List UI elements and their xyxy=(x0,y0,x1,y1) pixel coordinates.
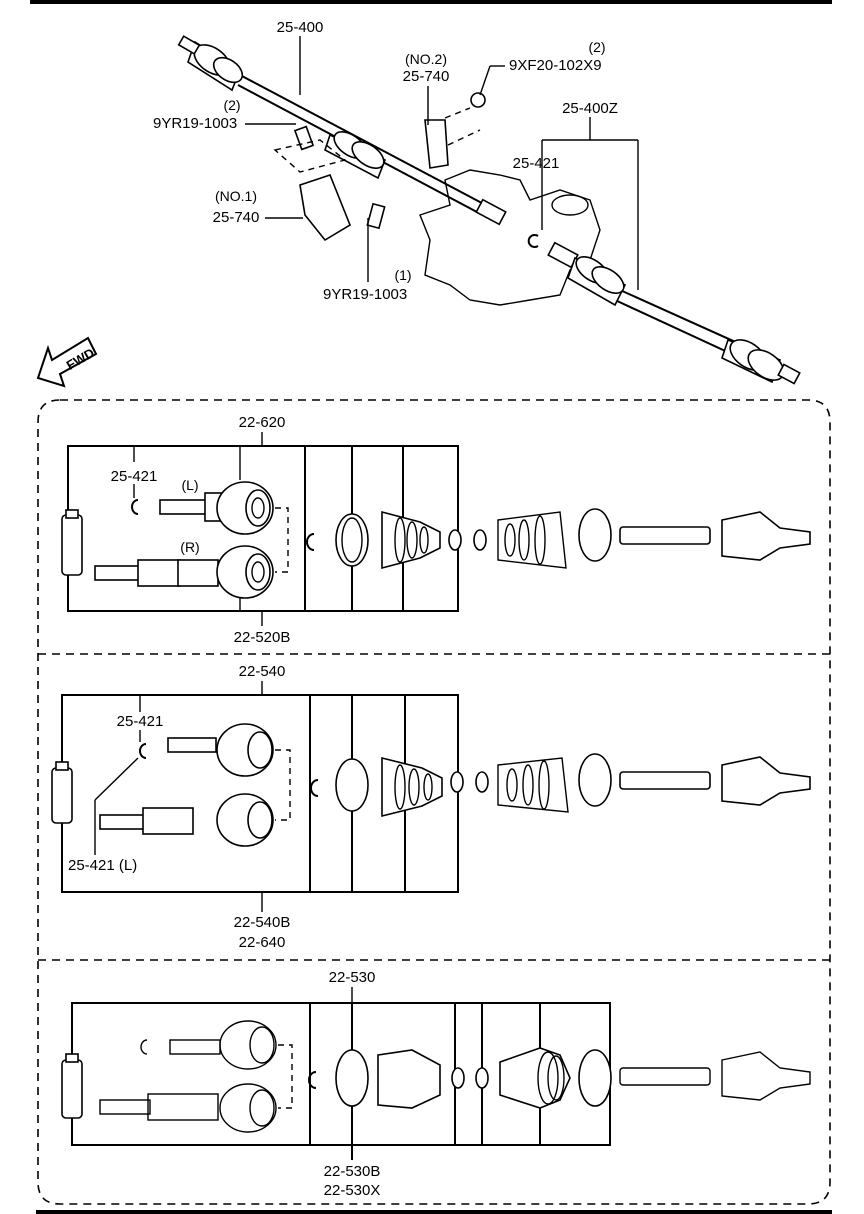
grease-tube-icon xyxy=(51,767,73,824)
panel2-clip-part: 25-421 xyxy=(117,713,164,730)
label-bolt1-qty: (1) xyxy=(394,267,411,283)
nut-icon xyxy=(470,92,486,108)
snap-ring-icon xyxy=(310,779,319,797)
shaft-icon xyxy=(619,526,711,545)
label-shaft-part: 25-400 xyxy=(277,19,324,36)
panel3-bottom-part-1: 22-530B xyxy=(324,1163,381,1180)
label-bracket1-note: (NO.1) xyxy=(215,188,257,204)
label-nut-part: 9XF20-102X9 xyxy=(509,57,602,74)
top-border xyxy=(30,0,832,4)
stub-shaft-lower-icon xyxy=(99,814,146,830)
drive-shaft-right xyxy=(547,241,801,385)
bottom-border xyxy=(36,1210,832,1214)
boot-band-icon xyxy=(335,1049,369,1107)
panel1-right-label: (R) xyxy=(180,539,199,555)
panel-1: 22-620 25-421 (L) (R) 22-520B xyxy=(61,414,811,646)
grease-tube-icon xyxy=(61,514,83,576)
grease-tube-icon xyxy=(61,1059,83,1119)
boot-outer-icon xyxy=(497,511,567,569)
label-bracket1-part: 25-740 xyxy=(213,209,260,226)
bracket-no1 xyxy=(299,174,351,242)
shaft-end-icon xyxy=(721,756,811,806)
stub-shaft-upper-icon xyxy=(169,1039,221,1055)
snap-ring-icon xyxy=(308,1071,317,1089)
stub-shaft-l-icon xyxy=(159,499,209,515)
panel-3: 22-530 22-530B 22-530X xyxy=(61,969,811,1199)
panel-2: 22-540 25-421 25-421 (L) 22-540B 22-640 xyxy=(51,663,811,951)
boot-inner-icon xyxy=(377,1049,441,1109)
stub-shaft-upper-icon xyxy=(167,737,217,753)
label-bolt2-part: 9YR19-1003 xyxy=(153,115,237,132)
shaft-end-icon xyxy=(721,511,811,561)
bolt-lower-icon xyxy=(366,202,386,230)
circlip-icon xyxy=(527,234,539,248)
boot-outer-icon xyxy=(499,1047,571,1109)
fwd-arrow-icon: FWD xyxy=(36,336,98,388)
drive-shaft-left xyxy=(177,35,507,226)
panel3-bottom-part-2: 22-530X xyxy=(324,1182,381,1199)
label-bolt1-part: 9YR19-1003 xyxy=(323,286,407,303)
shaft-icon xyxy=(619,1067,711,1086)
boot-outer-icon xyxy=(497,757,569,813)
circlip-icon xyxy=(131,499,139,515)
panel2-clip-l-part: 25-421 (L) xyxy=(68,857,137,874)
boot-icon xyxy=(381,756,443,818)
label-clip-part: 25-421 xyxy=(513,155,560,172)
stub-shaft-lower-icon xyxy=(99,1099,151,1115)
transmission-outline xyxy=(419,169,601,306)
label-shaft-r-part: 25-400Z xyxy=(562,100,618,117)
panel2-bottom-part-2: 22-640 xyxy=(239,934,286,951)
label-bracket2-note: (NO.2) xyxy=(405,51,447,67)
panel1-left-label: (L) xyxy=(181,477,198,493)
bolt-upper-icon xyxy=(293,125,315,151)
outer-joint-lower-icon xyxy=(219,1083,277,1133)
panel1-bottom-part: 22-520B xyxy=(234,629,291,646)
shaft-end-icon xyxy=(721,1051,811,1101)
boot-band-icon xyxy=(335,758,369,812)
panel2-top-part: 22-540 xyxy=(239,663,286,680)
top-assembly: 25-400 (NO.2) 25-740 (2) 9XF20-102X9 (2)… xyxy=(36,19,801,388)
panel2-bottom-part-1: 22-540B xyxy=(234,914,291,931)
panel1-top-part: 22-620 xyxy=(239,414,286,431)
panel3-top-part: 22-530 xyxy=(329,969,376,986)
boot-band-outer-icon xyxy=(578,1049,612,1107)
outer-joint-upper-icon xyxy=(219,1020,277,1070)
boot-icon xyxy=(381,510,441,570)
boot-band-outer-icon xyxy=(578,753,612,807)
boot-band-outer-icon xyxy=(578,508,612,562)
label-nut-qty: (2) xyxy=(588,39,605,55)
label-bracket2-part: 25-740 xyxy=(403,68,450,85)
shaft-icon xyxy=(619,771,711,790)
transmission-cover xyxy=(551,194,589,216)
circlip-icon xyxy=(139,743,147,759)
boot-band-icon xyxy=(335,513,369,567)
panel1-clip-part: 25-421 xyxy=(111,468,158,485)
stub-shaft-r-icon xyxy=(94,565,141,581)
snap-ring-icon xyxy=(306,533,315,551)
circlip-icon xyxy=(140,1039,148,1055)
label-bolt2-qty: (2) xyxy=(223,97,240,113)
bracket-no2 xyxy=(424,119,449,169)
kit-frame xyxy=(37,399,831,1205)
